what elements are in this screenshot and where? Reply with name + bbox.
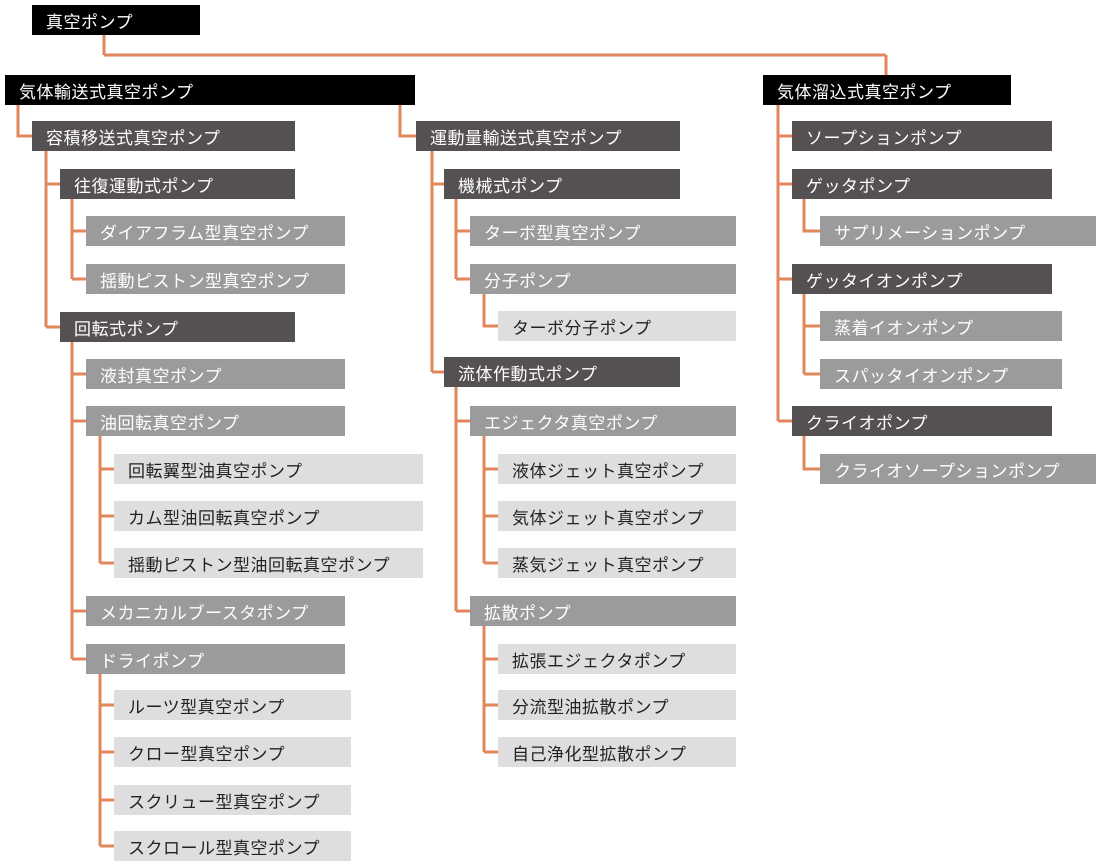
node-gas-transfer: 気体輸送式真空ポンプ [5,75,415,105]
connector-line-7 [98,674,114,848]
node-liquid-ring: 液封真空ポンプ [86,359,345,389]
node-mechanical: 機械式ポンプ [444,169,680,199]
connector-line-5 [70,342,86,661]
node-positive-displacement: 容積移送式真空ポンプ [32,121,295,151]
node-oil-rotary: 油回転真空ポンプ [86,406,345,436]
connector-line-3 [44,151,60,329]
connector-line-9 [454,199,470,281]
connector-line-16 [802,294,820,376]
node-diaphragm: ダイアフラム型真空ポンプ [86,216,345,246]
node-getter-ion: ゲッタイオンポンプ [792,264,1052,294]
node-gas-jet: 気体ジェット真空ポンプ [498,501,736,531]
node-entrapment: 気体溜込式真空ポンプ [763,75,1011,105]
node-vapor-jet: 蒸気ジェット真空ポンプ [498,548,736,578]
node-molecular: 分子ポンプ [470,264,736,294]
node-scroll: スクロール型真空ポンプ [114,831,351,861]
node-turbo: ターボ型真空ポンプ [470,216,736,246]
node-claw: クロー型真空ポンプ [114,737,351,767]
connector-line-17 [802,436,820,471]
node-rotary-vane: 回転翼型油真空ポンプ [114,454,423,484]
connector-line-10 [482,294,498,328]
node-fluid-entrainment: 流体作動式ポンプ [444,357,680,387]
node-root: 真空ポンプ [32,5,200,35]
node-sorption: ソープションポンプ [792,121,1052,151]
node-liquid-jet: 液体ジェット真空ポンプ [498,454,736,484]
connector-line-12 [482,436,498,565]
node-diffusion: 拡散ポンプ [470,596,736,626]
connector-line-2 [398,105,416,138]
node-dry: ドライポンプ [86,644,345,674]
connector-line-1 [16,105,32,138]
node-kinetic: 運動量輸送式真空ポンプ [416,121,680,151]
node-rotary: 回転式ポンプ [60,312,295,342]
connector-line-11 [454,387,470,613]
connector-line-6 [98,436,114,565]
node-fractionating-diffusion: 分流型油拡散ポンプ [498,690,736,720]
node-mechanical-booster: メカニカルブースタポンプ [86,596,345,626]
node-sublimation: サプリメーションポンプ [820,216,1096,246]
connector-line-14 [776,105,792,423]
node-self-purifying-diffusion: 自己浄化型拡散ポンプ [498,737,736,767]
node-getter: ゲッタポンプ [792,169,1052,199]
node-roots: ルーツ型真空ポンプ [114,690,351,720]
connector-line-8 [430,151,444,374]
node-cryosorption: クライオソープションポンプ [820,454,1096,484]
node-diffusion-ejector: 拡張エジェクタポンプ [498,644,736,674]
connector-line-15 [802,199,820,233]
node-ejector: エジェクタ真空ポンプ [470,406,736,436]
node-rocking-piston-oil-rotary: 揺動ピストン型油回転真空ポンプ [114,548,423,578]
node-turbo-molecular: ターボ分子ポンプ [498,311,736,341]
node-cryo: クライオポンプ [792,406,1052,436]
node-cam-oil-rotary: カム型油回転真空ポンプ [114,501,423,531]
connector-line-4 [70,199,86,281]
node-rocking-piston: 揺動ピストン型真空ポンプ [86,264,345,294]
node-reciprocating: 往復運動式ポンプ [60,169,295,199]
node-sputter-ion: スパッタイオンポンプ [820,359,1062,389]
connector-line-13 [482,626,498,754]
connector-line-0 [102,35,888,75]
node-evaporation-ion: 蒸着イオンポンプ [820,311,1062,341]
node-screw: スクリュー型真空ポンプ [114,785,351,815]
